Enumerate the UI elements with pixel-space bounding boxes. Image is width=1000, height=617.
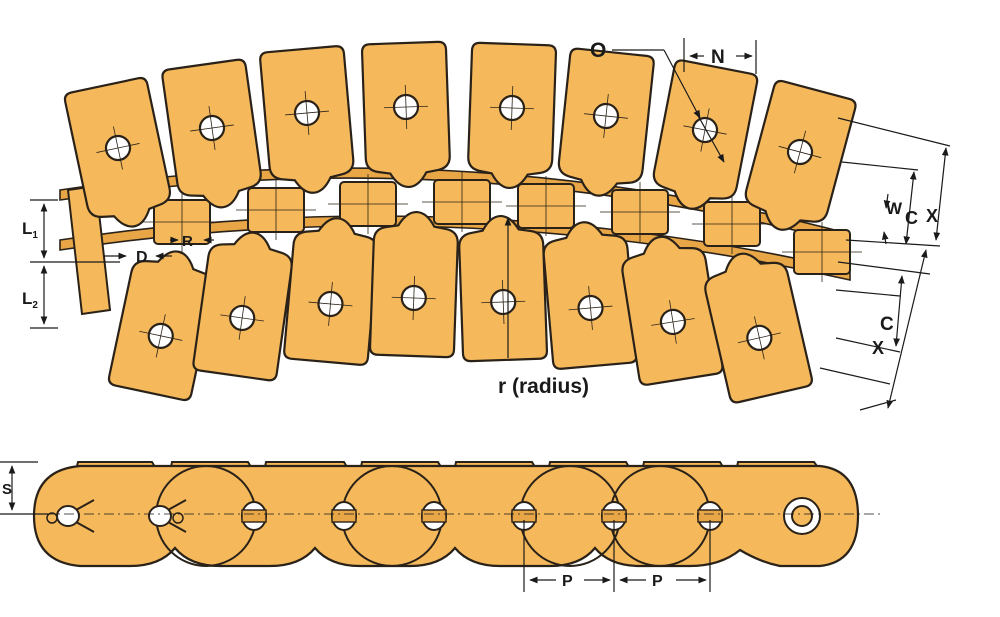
top-view-dimensions: [30, 38, 951, 411]
label-N: N: [711, 47, 725, 68]
side-view-dimensions: [0, 461, 880, 592]
side-pin: [56, 499, 95, 533]
label-radius: r (radius): [498, 375, 589, 398]
bushing-rollers: [142, 172, 862, 282]
upper-plate: [557, 47, 655, 197]
side-pin: [783, 497, 821, 535]
bushing: [692, 194, 772, 254]
upper-plate: [259, 45, 355, 194]
lower-attachment-plates: [107, 210, 813, 404]
label-C-lower: C: [880, 314, 894, 335]
lower-plate: [368, 210, 459, 359]
label-X-lower: X: [872, 338, 884, 358]
bushing: [142, 192, 222, 252]
cotter-head: [172, 512, 184, 524]
label-C-upper: C: [905, 208, 918, 228]
side-pin: [601, 501, 627, 531]
label-P-1: P: [562, 573, 573, 590]
side-pin: [148, 499, 187, 533]
lower-plate: [283, 217, 379, 366]
label-L2: L2: [22, 289, 38, 311]
lower-plate: [704, 252, 813, 404]
label-O: O: [590, 39, 606, 62]
side-pin: [331, 501, 357, 531]
bushing: [422, 172, 502, 232]
cotter-head: [46, 512, 58, 524]
label-X-upper: X: [926, 206, 938, 226]
lower-plate: [192, 231, 293, 382]
bushing: [506, 176, 586, 236]
bushing: [782, 222, 862, 282]
label-S: S: [2, 481, 12, 498]
upper-plate: [63, 76, 171, 228]
label-W: W: [886, 199, 903, 218]
lower-plate: [107, 250, 215, 402]
side-pin: [697, 501, 723, 531]
label-D: D: [136, 249, 148, 266]
side-pin: [421, 501, 447, 531]
bushing: [236, 180, 316, 240]
upper-plate: [161, 58, 262, 209]
side-view-chain: [32, 461, 860, 568]
upper-attachment-plates: [63, 40, 857, 231]
label-R: R: [182, 233, 193, 250]
label-P-2: P: [652, 573, 663, 590]
bushing: [600, 182, 680, 242]
lower-plate: [458, 214, 549, 363]
upper-plate: [360, 40, 451, 189]
upper-plate: [652, 59, 759, 210]
upper-plate: [744, 79, 857, 231]
lower-plate: [621, 235, 724, 386]
bushing: [328, 174, 408, 234]
side-pin: [241, 501, 267, 531]
upper-plate: [467, 41, 558, 190]
label-L1: L1: [22, 219, 38, 241]
lower-plate: [542, 221, 638, 370]
